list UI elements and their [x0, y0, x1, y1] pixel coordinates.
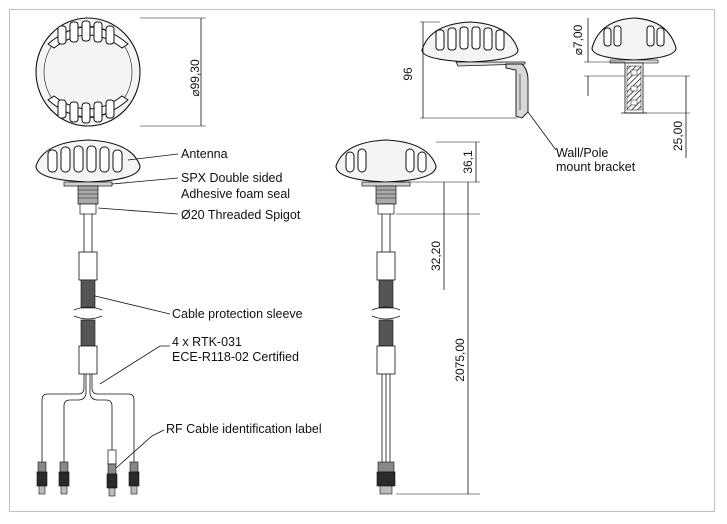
- seal-callout-line1: SPX Double sided: [181, 171, 283, 185]
- bracket-view: 96 Wall/Pole mount bracket: [401, 21, 636, 174]
- cable-sleeve-lower: [80, 319, 96, 347]
- sleeve-callout: Cable protection sleeve: [172, 307, 303, 321]
- bracket-height-label: 96: [401, 67, 415, 81]
- bracket-callout-line1: Wall/Pole: [556, 146, 608, 160]
- center-elevation: 36,1 32,20 2075,00: [335, 139, 480, 495]
- top-diameter-label: ⌀99,30: [188, 59, 202, 97]
- mount-bracket: [505, 63, 529, 119]
- left-assembly: Antenna SPX Double sided Adhesive foam s…: [35, 139, 322, 497]
- top-view: ⌀99,30: [35, 17, 206, 127]
- spigot-callout: Ø20 Threaded Spigot: [181, 208, 301, 222]
- top-vents-lower: [47, 95, 129, 124]
- top-view-outer: [35, 17, 141, 127]
- pole-view: ⌀7,00 25,00: [571, 17, 690, 158]
- bracket-callout-line2: mount bracket: [556, 160, 636, 174]
- cable-length-label: 2075,00: [453, 338, 467, 382]
- label-callout: RF Cable identification label: [166, 422, 322, 436]
- connectors-callout-line2: ECE-R118-02 Certified: [172, 350, 299, 364]
- antenna-callout: Antenna: [181, 147, 228, 161]
- rf-connectors: [36, 461, 140, 497]
- top-vents-upper: [47, 20, 129, 49]
- cable-sleeve-upper: [80, 279, 96, 309]
- antenna-height-label: 36,1: [461, 150, 475, 174]
- spigot-length-label: 32,20: [429, 241, 443, 271]
- foam-seal: [63, 181, 113, 187]
- threaded-spigot: [77, 185, 99, 205]
- drawing-border: [9, 9, 715, 512]
- pole-diameter-label: ⌀7,00: [571, 24, 585, 55]
- connectors-callout-line1: 4 x RTK-031: [172, 335, 242, 349]
- seal-callout-line2: Adhesive foam seal: [181, 187, 290, 201]
- pole-offset-label: 25,00: [671, 121, 685, 151]
